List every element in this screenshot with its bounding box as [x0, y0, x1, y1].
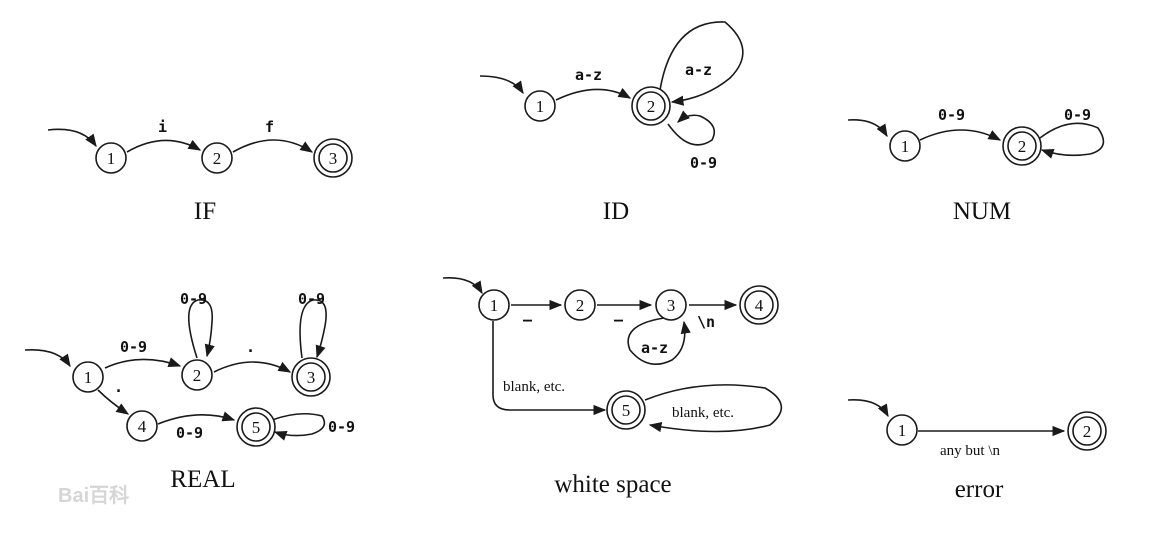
state-4-accepting: 4 [739, 285, 779, 325]
state-2-accepting: 2 [1002, 126, 1042, 166]
automaton-title: NUM [953, 198, 1011, 225]
edge-label: – [523, 311, 533, 329]
edge-label: . [114, 378, 123, 396]
state-2: 2 [564, 289, 596, 321]
state-label: 2 [213, 149, 222, 168]
edge-real-4-5 [157, 411, 236, 425]
edge-id-loop-az [659, 21, 744, 106]
state-label: 2 [1018, 137, 1027, 156]
state-label: 2 [647, 97, 656, 116]
edge-label: i [158, 118, 167, 136]
state-5-accepting: 5 [236, 407, 276, 447]
state-label: 3 [329, 149, 338, 168]
automaton-title: ID [603, 198, 629, 225]
state-3-accepting: 3 [291, 357, 331, 397]
edge-label: a-z [641, 339, 668, 357]
edge-real-loop-3 [299, 299, 327, 359]
state-label: 1 [901, 137, 910, 156]
state-label: 3 [667, 296, 676, 315]
automaton-title: error [955, 476, 1004, 503]
start-arrow [847, 119, 888, 138]
start-arrow [24, 349, 71, 368]
start-arrow [479, 75, 524, 95]
state-label: 4 [138, 417, 147, 436]
edge-ws-1-5 [492, 321, 607, 416]
state-3-accepting: 3 [313, 138, 353, 178]
state-label: 1 [107, 149, 116, 168]
edge-label: 0-9 [1064, 106, 1091, 124]
state-1: 1 [524, 90, 556, 122]
state-label: 5 [622, 401, 631, 420]
automaton-id: a-z a-z 0-9 1 2 ID [479, 21, 744, 225]
edge-label: 0-9 [938, 106, 965, 124]
edge-label: blank, etc. [672, 405, 734, 421]
edge-label: 0-9 [690, 154, 717, 172]
edge-label: any but \n [940, 443, 1000, 459]
state-2-accepting: 2 [1067, 411, 1107, 451]
edge-label: blank, etc. [503, 379, 565, 395]
state-1: 1 [95, 142, 127, 174]
state-1: 1 [478, 289, 510, 321]
state-2: 2 [181, 359, 213, 391]
state-label: 1 [536, 97, 545, 116]
state-label: 1 [84, 368, 93, 387]
automaton-num: 0-9 0-9 1 2 NUM [847, 106, 1105, 225]
state-label: 1 [490, 296, 499, 315]
state-label: 4 [755, 296, 764, 315]
edge-label: \n [697, 313, 715, 331]
edge-real-1-2 [104, 357, 182, 369]
automaton-title: IF [194, 198, 216, 225]
state-label: 1 [898, 421, 907, 440]
state-label: 3 [307, 368, 316, 387]
state-5-accepting: 5 [606, 390, 646, 430]
automaton-title: white space [554, 471, 671, 498]
automaton-real: 0-9 0-9 . 0-9 . 0-9 0-9 1 2 3 4 5 REAL [24, 290, 355, 493]
edge-label: a-z [575, 66, 602, 84]
edge-ws-loop-3 [627, 317, 691, 366]
edge-label: 0-9 [120, 338, 147, 356]
automaton-title: REAL [170, 466, 235, 493]
state-1: 1 [72, 361, 104, 393]
start-arrow [442, 276, 483, 295]
state-label: 5 [252, 418, 261, 437]
state-2-accepting: 2 [631, 86, 671, 126]
state-label: 2 [1083, 422, 1092, 441]
state-1: 1 [886, 414, 918, 446]
edge-label: 0-9 [298, 290, 325, 308]
state-3: 3 [655, 289, 687, 321]
edge-real-1-4 [97, 389, 130, 415]
edge-if-1-2 [126, 139, 202, 153]
edge-label: a-z [685, 61, 712, 79]
automaton-error: any but \n 1 2 error [847, 399, 1107, 503]
edge-id-1-2 [555, 87, 632, 101]
edge-ws-loop-5 [644, 384, 783, 433]
edge-label: – [614, 311, 624, 329]
edge-if-2-3 [232, 139, 314, 153]
state-1: 1 [889, 130, 921, 162]
edge-real-loop-2 [188, 299, 215, 359]
state-2: 2 [201, 142, 233, 174]
state-label: 2 [576, 296, 585, 315]
edge-real-2-3 [213, 361, 292, 373]
state-label: 2 [193, 366, 202, 385]
edge-num-1-2 [919, 129, 1002, 141]
automaton-white-space: – – \n a-z blank, etc. blank, etc. 1 2 3… [442, 276, 783, 498]
edge-label: 0-9 [328, 418, 355, 436]
watermark-logo: Bai百科 [58, 483, 129, 507]
start-arrow [47, 128, 97, 148]
edge-label: f [265, 118, 274, 136]
automaton-if: i f 1 2 3 IF [47, 118, 353, 225]
edge-real-loop-5 [271, 412, 326, 441]
start-arrow [847, 399, 889, 418]
edge-label: . [246, 338, 255, 356]
edge-num-loop [1039, 122, 1105, 159]
edge-label: 0-9 [180, 290, 207, 308]
state-4: 4 [126, 410, 158, 442]
edge-label: 0-9 [176, 424, 203, 442]
edge-id-loop-09 [667, 110, 716, 146]
